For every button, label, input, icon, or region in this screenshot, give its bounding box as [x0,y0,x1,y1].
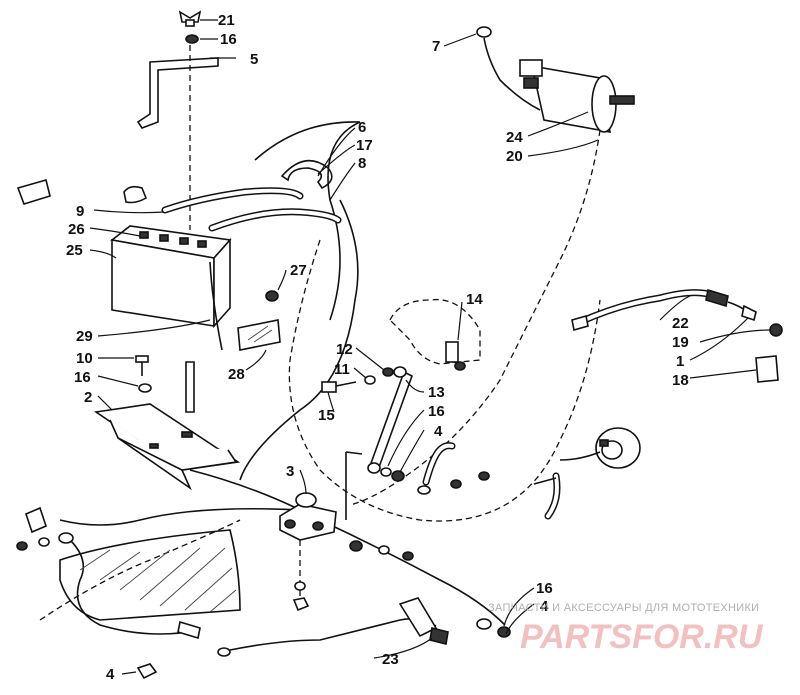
callout-27: 27 [290,262,307,279]
callout-7: 7 [432,38,440,55]
strap-ring-part [280,159,333,190]
nut-part [136,663,158,680]
hold-down-strap-part [136,57,219,129]
chassis-hatch-area [59,529,241,621]
washer-part-2 [138,383,152,393]
link-rod-part [369,370,413,472]
horn-part [595,427,641,469]
callout-22: 22 [672,315,689,332]
callout-26: 26 [68,221,85,238]
callout-24: 24 [506,129,523,146]
callout-29: 29 [76,328,93,345]
callout-11: 11 [334,361,350,378]
wing-nut-part [178,10,202,27]
washer-part [185,34,199,44]
callout-14: 14 [466,291,483,308]
watermark-brand: PARTSFOR.RU [520,618,764,656]
callout-3: 3 [286,463,294,480]
callout-4-bottom: 4 [106,666,115,683]
callout-28: 28 [228,366,245,383]
callout-4-watermark: 4 [540,598,549,615]
bolt-part [135,355,149,376]
battery-part [110,225,232,329]
boot-connector-part [25,506,47,534]
plug-connector-part [177,620,201,640]
solenoid-part [279,492,337,541]
cap-part [265,290,279,302]
mount-bracket-part [389,298,481,365]
callout-25: 25 [66,242,83,259]
decal-part [755,355,779,383]
callout-15: 15 [318,407,335,424]
callout-16-tray: 16 [74,369,91,386]
callout-16-bottom: 16 [536,580,553,597]
callout-4-rod: 4 [434,423,443,440]
callout-16-rod: 16 [428,403,445,420]
callout-10: 10 [76,350,93,367]
starter-motor-part [519,59,635,133]
callout-2: 2 [84,389,92,406]
mount-rod-part [185,361,195,413]
callout-17: 17 [356,137,373,154]
battery-tray-part [93,403,241,491]
callout-16: 16 [220,31,237,48]
warning-label-part [237,319,281,351]
watermark: ЗАПЧАСТИ И АКСЕССУАРЫ ДЛЯ МОТОТЕХНИКИ PA… [488,602,764,656]
callout-23: 23 [382,651,399,668]
callout-1: 1 [676,353,684,370]
callout-12: 12 [336,341,353,358]
spacer-part [445,341,459,363]
callout-6: 6 [358,119,366,136]
terminal-boot-part [123,185,147,204]
callout-5: 5 [250,51,258,68]
callout-18: 18 [672,372,689,389]
leader-lines [89,19,771,675]
callout-8: 8 [358,155,366,172]
terminal-pad-part [16,179,51,205]
callout-9: 9 [76,203,84,220]
callout-labels: 21 16 5 6 17 8 9 26 25 27 29 28 10 16 2 … [66,12,689,683]
indicator-connector-part [398,597,449,645]
callout-13: 13 [428,384,445,401]
callout-21: 21 [218,12,235,29]
callout-20: 20 [506,148,523,165]
ring-terminal-part [476,26,492,38]
callout-19: 19 [672,334,689,351]
watermark-caption: ЗАПЧАСТИ И АКСЕССУАРЫ ДЛЯ МОТОТЕХНИКИ [488,602,759,614]
bolt-part-15 [321,381,357,393]
